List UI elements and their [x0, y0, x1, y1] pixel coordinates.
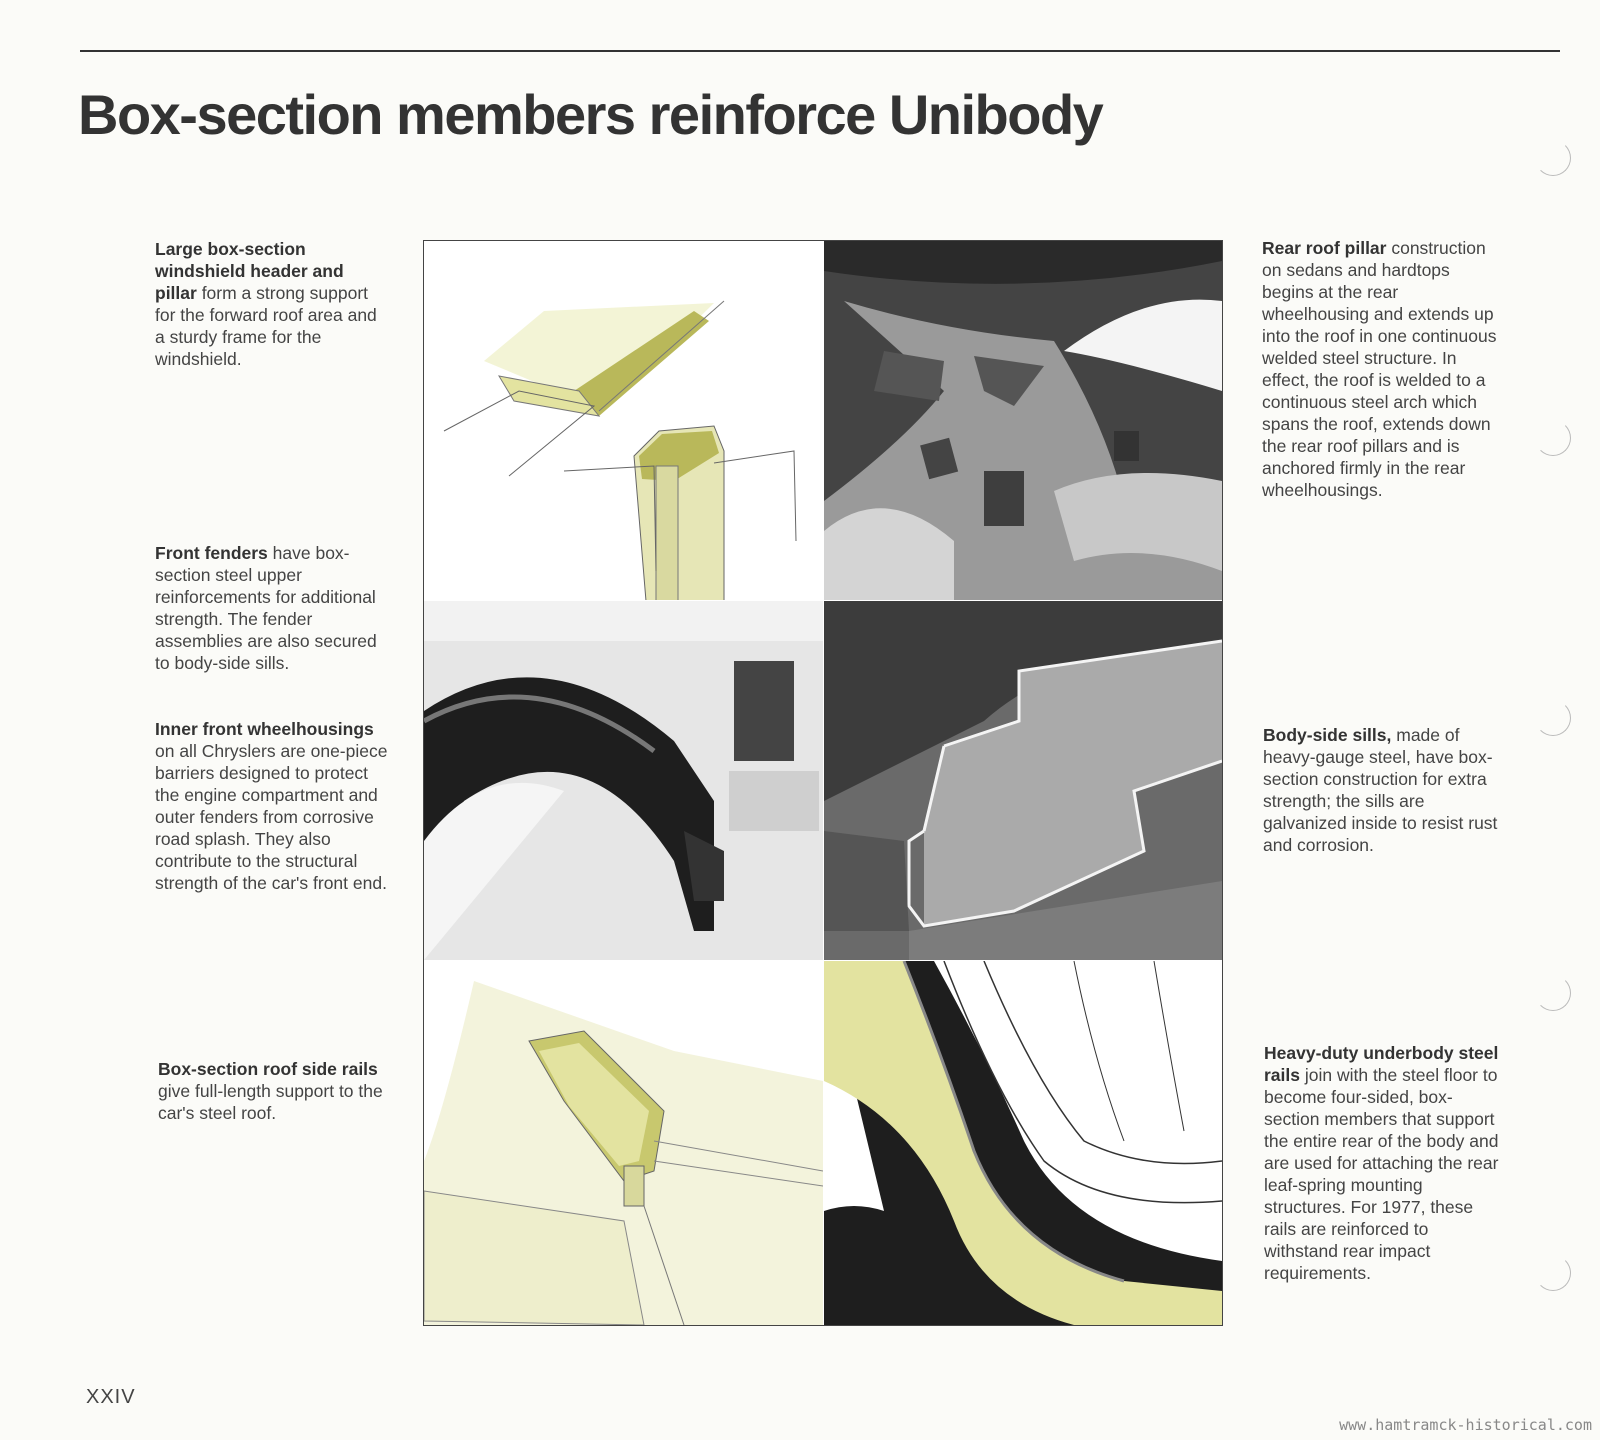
binder-hole — [1535, 140, 1571, 176]
caption-rear-pillar-bold: Rear roof pillar — [1262, 238, 1387, 258]
caption-underbody: Heavy-duty underbody steel rails join wi… — [1264, 1042, 1504, 1284]
caption-sills-bold: Body-side sills, — [1263, 725, 1392, 745]
caption-underbody-bold: Heavy-duty underbody steel rails — [1264, 1043, 1499, 1085]
caption-sills-text: made of heavy-gauge steel, have box-sect… — [1263, 725, 1498, 855]
binder-hole — [1535, 700, 1571, 736]
illustration-underbody-rail — [824, 961, 1222, 1325]
page-title: Box-section members reinforce Unibody — [78, 83, 1104, 146]
caption-windshield-text: form a strong support for the forward ro… — [155, 283, 377, 369]
binder-hole — [1535, 1255, 1571, 1291]
illustration-windshield-pillar — [424, 241, 823, 600]
caption-wheelhousings-bold: Inner front wheelhousings — [155, 719, 374, 739]
page-number: XXIV — [86, 1386, 136, 1408]
caption-fenders: Front fenders have box-section steel upp… — [155, 542, 390, 674]
caption-fenders-bold: Front fenders — [155, 543, 268, 563]
illustration-roof-side-rail — [424, 961, 823, 1325]
caption-rear-pillar-text: construction on sedans and hardtops begi… — [1262, 238, 1497, 500]
photo-front-wheelhousing — [424, 601, 823, 960]
caption-roof-rails-bold: Box-section roof side rails — [158, 1059, 378, 1079]
caption-windshield: Large box-section windshield header and … — [155, 238, 385, 370]
watermark: www.hamtramck-historical.com — [1339, 1416, 1592, 1434]
top-rule — [80, 50, 1560, 52]
caption-roof-rails-text: give full-length support to the car's st… — [158, 1081, 383, 1123]
caption-rear-pillar: Rear roof pillar construction on sedans … — [1262, 237, 1502, 501]
photo-rear-roof-pillar — [824, 241, 1222, 600]
binder-hole — [1535, 420, 1571, 456]
binder-hole — [1535, 975, 1571, 1011]
caption-wheelhousings: Inner front wheelhousings on all Chrysle… — [155, 718, 390, 894]
illustration-grid — [423, 240, 1223, 1326]
caption-sills: Body-side sills, made of heavy-gauge ste… — [1263, 724, 1503, 856]
caption-fenders-text: have box-section steel upper reinforceme… — [155, 543, 377, 673]
photo-body-side-sill — [824, 601, 1222, 960]
caption-wheelhousings-text: on all Chryslers are one-piece barriers … — [155, 741, 388, 893]
caption-underbody-text: join with the steel floor to become four… — [1264, 1065, 1499, 1283]
caption-roof-rails: Box-section roof side rails give full-le… — [158, 1058, 393, 1124]
caption-windshield-bold: Large box-section windshield header and … — [155, 239, 344, 303]
